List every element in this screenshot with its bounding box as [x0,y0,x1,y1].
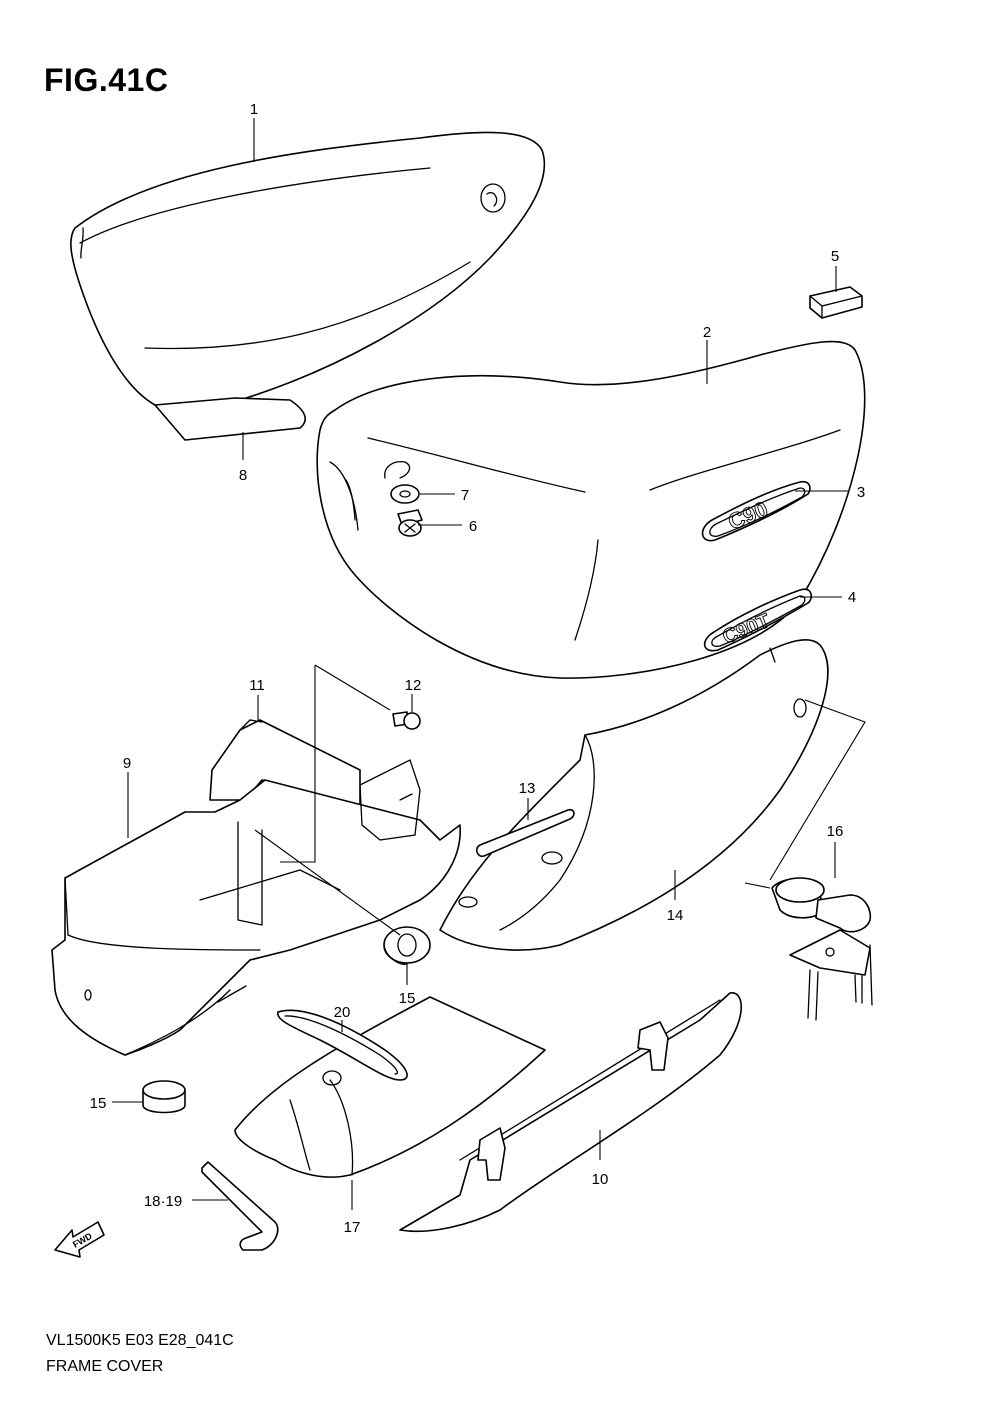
figure-title: FIG.41C [44,62,169,98]
part-15-grommet-upper [383,926,431,965]
callout-labels: 1 2 3 4 5 6 7 8 9 10 11 12 13 14 15 15 1… [90,101,866,1236]
callout-12: 12 [405,677,422,694]
callout-10: 10 [592,1171,609,1188]
figure-name: FRAME COVER [46,1358,164,1375]
part-5-cushion [809,286,863,319]
part-14-lower-cover [439,639,829,951]
leader-lines [112,118,866,1210]
callout-15-lower: 15 [90,1095,107,1112]
part-2-frame-cover [316,340,866,679]
callout-20: 20 [334,1004,351,1021]
callout-13: 13 [519,780,536,797]
callout-15-upper: 15 [399,990,416,1007]
part-1-side-cover [70,131,546,410]
part-12-bolt [392,711,421,730]
callout-14: 14 [667,907,684,924]
part-8-bracket [154,397,306,441]
part-6-screw [397,509,423,537]
part-13-strip [475,808,575,858]
part-17-tool-bag [234,996,546,1178]
part-15-grommet-lower [142,1080,186,1114]
part-16-key-lock [771,877,873,1021]
callout-7: 7 [461,487,469,504]
part-20-band [277,1009,408,1081]
callout-6: 6 [469,518,477,535]
callout-11: 11 [249,677,265,694]
part-9-case [51,759,461,1056]
part-10-long-cover [399,992,742,1233]
callout-18-19: 18·19 [144,1193,182,1210]
callout-3: 3 [857,484,865,501]
part-4-emblem-c90t: C90T [703,588,813,652]
part-7-grommet [390,484,420,504]
callout-17: 17 [344,1219,361,1236]
callout-5: 5 [831,248,839,265]
callout-16: 16 [827,823,844,840]
fwd-arrow-icon: FWD [54,1221,105,1258]
callout-2: 2 [703,324,711,341]
part-18-19-hex-wrench [201,1161,279,1251]
callout-8: 8 [239,467,247,484]
figure-code: VL1500K5 E03 E28_041C [46,1332,234,1349]
callout-4: 4 [848,589,856,606]
callout-9: 9 [123,755,131,772]
part-3-emblem-c90: C90 [701,480,811,542]
callout-1: 1 [250,101,258,118]
